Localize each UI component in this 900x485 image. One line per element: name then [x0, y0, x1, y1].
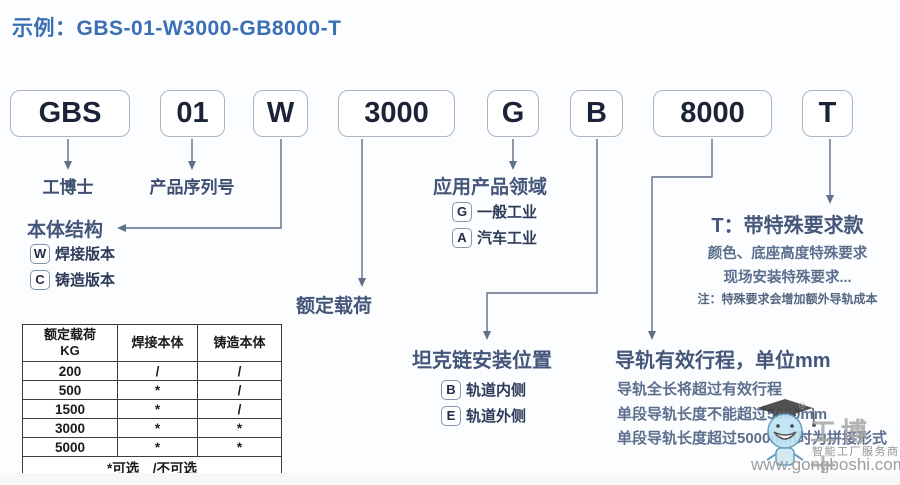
- option-cast-version: C 铸造版本: [30, 269, 115, 290]
- special-request-footnote: 注：特殊要求会增加额外导轨成本: [697, 292, 878, 306]
- option-code-e: E: [441, 405, 461, 426]
- cell: *: [197, 437, 282, 457]
- option-general-industry: G 一般工业: [452, 201, 537, 222]
- option-label: 轨道内侧: [466, 382, 527, 399]
- option-code-b: B: [441, 379, 461, 400]
- code-box-b: B: [570, 90, 623, 137]
- option-label: 汽车工业: [477, 230, 538, 247]
- page-title: 示例：GBS-01-W3000-GB8000-T: [12, 17, 342, 40]
- connector-paths: [67, 139, 831, 332]
- code-box-01: 01: [160, 90, 225, 137]
- section-application-field: 应用产品领域: [433, 177, 548, 198]
- header-line: 额定载荷: [43, 326, 96, 342]
- cell: *: [197, 418, 282, 438]
- cell: /: [197, 380, 282, 400]
- code-box-8000: 8000: [653, 90, 772, 137]
- option-code-a: A: [452, 227, 472, 248]
- cell: *: [117, 380, 198, 400]
- option-label: 一般工业: [477, 204, 538, 221]
- cell: 5000: [22, 437, 118, 457]
- section-rail-travel: 导轨有效行程，单位mm: [615, 350, 831, 372]
- watermark-registered-icon: ®: [799, 401, 806, 411]
- section-special-request: T：带特殊要求款: [711, 215, 864, 237]
- mascot-icon: [757, 399, 816, 466]
- section-rated-load: 额定载荷: [296, 296, 373, 317]
- cell: 3000: [22, 418, 118, 438]
- load-option-table: 额定载荷 KG 焊接本体 铸造本体 200 / / 500 * / 1500 *…: [22, 324, 282, 478]
- cell: /: [197, 361, 282, 381]
- watermark-brand: 工博士: [810, 418, 873, 485]
- option-code-g: G: [452, 201, 472, 222]
- code-box-3000: 3000: [338, 90, 455, 137]
- table-row: 200 / /: [22, 361, 282, 381]
- section-tank-chain: 坦克链安装位置: [412, 350, 552, 372]
- option-rail-outside: E 轨道外侧: [441, 405, 526, 426]
- header-cast-body: 铸造本体: [197, 324, 282, 362]
- cell: 1500: [22, 399, 118, 419]
- cell: *: [117, 399, 198, 419]
- code-box-t: T: [802, 90, 853, 137]
- code-box-gbs: GBS: [10, 90, 130, 137]
- option-rail-inside: B 轨道内侧: [441, 379, 526, 400]
- watermark-tagline: 智能工厂服务商: [812, 446, 900, 458]
- option-weld-version: W 焊接版本: [30, 243, 115, 264]
- cell: *: [117, 418, 198, 438]
- cell: 500: [22, 380, 118, 400]
- special-request-note: 颜色、底座高度特殊要求: [707, 246, 868, 262]
- section-body-structure: 本体结构: [27, 220, 104, 241]
- table-header-row: 额定载荷 KG 焊接本体 铸造本体: [22, 324, 282, 362]
- table-row: 5000 * *: [22, 437, 282, 457]
- code-box-w: W: [253, 90, 308, 137]
- option-label: 轨道外侧: [466, 408, 527, 425]
- rail-travel-note: 导轨全长将超过有效行程: [617, 381, 783, 398]
- cell: /: [197, 399, 282, 419]
- cell: /: [117, 361, 198, 381]
- option-auto-industry: A 汽车工业: [452, 227, 537, 248]
- rail-travel-note: 单段导轨长度超过5000mm时为拼接形式: [617, 430, 888, 447]
- header-line: KG: [60, 343, 80, 358]
- cell: 200: [22, 361, 118, 381]
- special-request-note: 现场安装特殊要求...: [723, 270, 852, 286]
- table-row: 1500 * /: [22, 399, 282, 419]
- option-code-c: C: [30, 269, 50, 290]
- arrowheads: [64, 161, 834, 340]
- option-code-w: W: [30, 243, 50, 264]
- bottom-band: [0, 473, 900, 485]
- label-serial: 产品序列号: [149, 178, 235, 197]
- option-label: 铸造版本: [55, 272, 116, 289]
- table-row: 500 * /: [22, 380, 282, 400]
- table-row: 3000 * *: [22, 418, 282, 438]
- code-box-g: G: [487, 90, 539, 137]
- header-weld-body: 焊接本体: [117, 324, 198, 362]
- cell: *: [117, 437, 198, 457]
- watermark-url: www.gongboshi.com: [751, 455, 900, 474]
- option-label: 焊接版本: [55, 246, 116, 263]
- label-manufacturer: 工博士: [42, 178, 94, 197]
- header-rated-load: 额定载荷 KG: [22, 324, 118, 362]
